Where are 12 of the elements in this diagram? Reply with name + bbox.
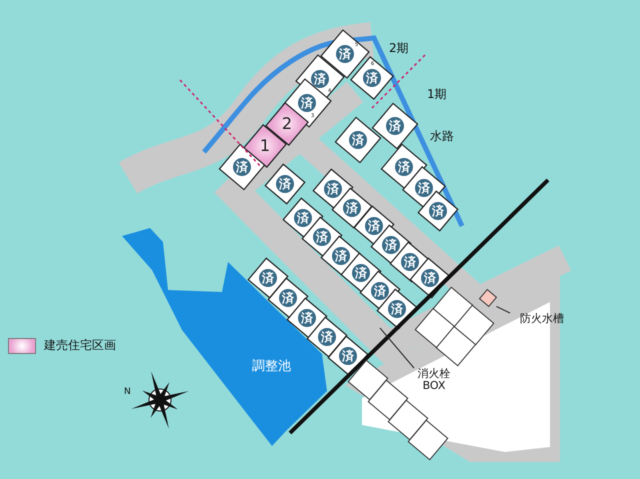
lot-number: 2 <box>282 116 292 132</box>
map-label: 消火栓 BOX <box>414 368 454 396</box>
map-label: 水路 <box>430 130 454 142</box>
map-label: N <box>124 388 131 397</box>
legend-label: 建売住宅区画 <box>44 337 116 354</box>
map-label: 2期 <box>389 42 409 54</box>
leader-line <box>496 306 510 314</box>
map-label: 防火水槽 <box>510 313 574 327</box>
lot-number: 1 <box>260 138 270 154</box>
map-label: 1期 <box>427 88 447 100</box>
pond-label: 調整池 <box>252 358 291 375</box>
leader-line <box>380 328 414 368</box>
